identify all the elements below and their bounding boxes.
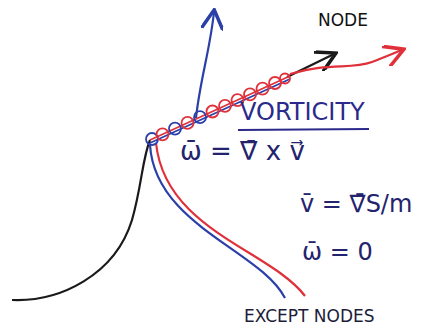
vortex-line <box>12 140 150 300</box>
heading-underline <box>238 129 369 130</box>
heading-label: VORTICITY <box>240 98 365 127</box>
blue-streamline <box>196 12 214 118</box>
red-streamline <box>290 50 402 74</box>
equation-label: ω̄ = 0 <box>302 238 373 267</box>
equation-label: v̄ = ∇̄S/m <box>300 190 412 219</box>
note-label: EXCEPT NODES <box>244 306 375 326</box>
equation-label: ω̄ = ∇̄ x v⃗ <box>180 136 305 167</box>
node-label: NODE <box>318 10 368 30</box>
blue-streamline <box>150 145 285 298</box>
